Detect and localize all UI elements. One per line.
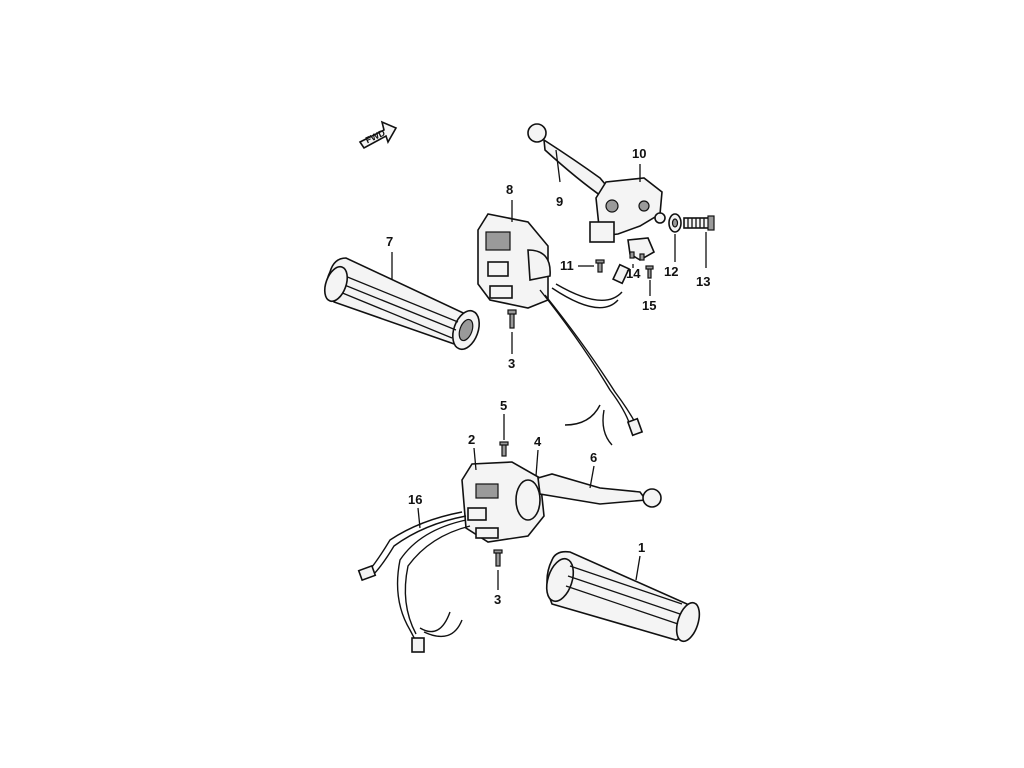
callout-2: 2 bbox=[468, 432, 475, 447]
washer-part-12 bbox=[668, 213, 682, 233]
callout-4: 4 bbox=[534, 434, 542, 449]
callout-7: 7 bbox=[386, 234, 393, 249]
callout-9: 9 bbox=[556, 194, 563, 209]
left-grip-part-7 bbox=[323, 257, 480, 351]
screw-part-3-upper bbox=[507, 309, 517, 329]
leader-lines bbox=[391, 149, 707, 590]
screw-part-15 bbox=[645, 265, 654, 279]
callout-10: 10 bbox=[632, 146, 646, 161]
callout-labels: 7 8 9 10 11 12 13 14 15 3 5 2 4 6 16 3 1 bbox=[386, 146, 710, 607]
callout-11: 11 bbox=[560, 258, 574, 273]
lever-holder-part-10 bbox=[589, 177, 666, 243]
right-grip-part-1 bbox=[545, 550, 701, 643]
brake-lever-part-9 bbox=[527, 123, 612, 200]
callout-8: 8 bbox=[506, 182, 513, 197]
adjuster-bolt-part-13 bbox=[683, 215, 715, 231]
lower-wire-harness-part-16 bbox=[357, 511, 471, 653]
switch-housing-part-2 bbox=[461, 461, 545, 543]
callout-3-upper: 3 bbox=[508, 356, 515, 371]
screw-part-3-lower bbox=[493, 549, 503, 567]
callout-14: 14 bbox=[626, 266, 641, 281]
callout-12: 12 bbox=[664, 264, 678, 279]
screw-part-11 bbox=[595, 259, 605, 273]
callout-5: 5 bbox=[500, 398, 507, 413]
callout-13: 13 bbox=[696, 274, 710, 289]
clutch-lever-part-6 bbox=[537, 473, 662, 508]
brake-switch-part-14 bbox=[627, 237, 656, 261]
callout-16: 16 bbox=[408, 492, 422, 507]
screw-part-5 bbox=[499, 441, 509, 457]
callout-3-lower: 3 bbox=[494, 592, 501, 607]
callout-1: 1 bbox=[638, 540, 645, 555]
upper-wire-harness bbox=[539, 263, 644, 446]
callout-6: 6 bbox=[590, 450, 597, 465]
callout-15: 15 bbox=[642, 298, 656, 313]
fwd-arrow-icon: FWD bbox=[358, 120, 398, 150]
switch-housing-part-8 bbox=[477, 213, 551, 309]
